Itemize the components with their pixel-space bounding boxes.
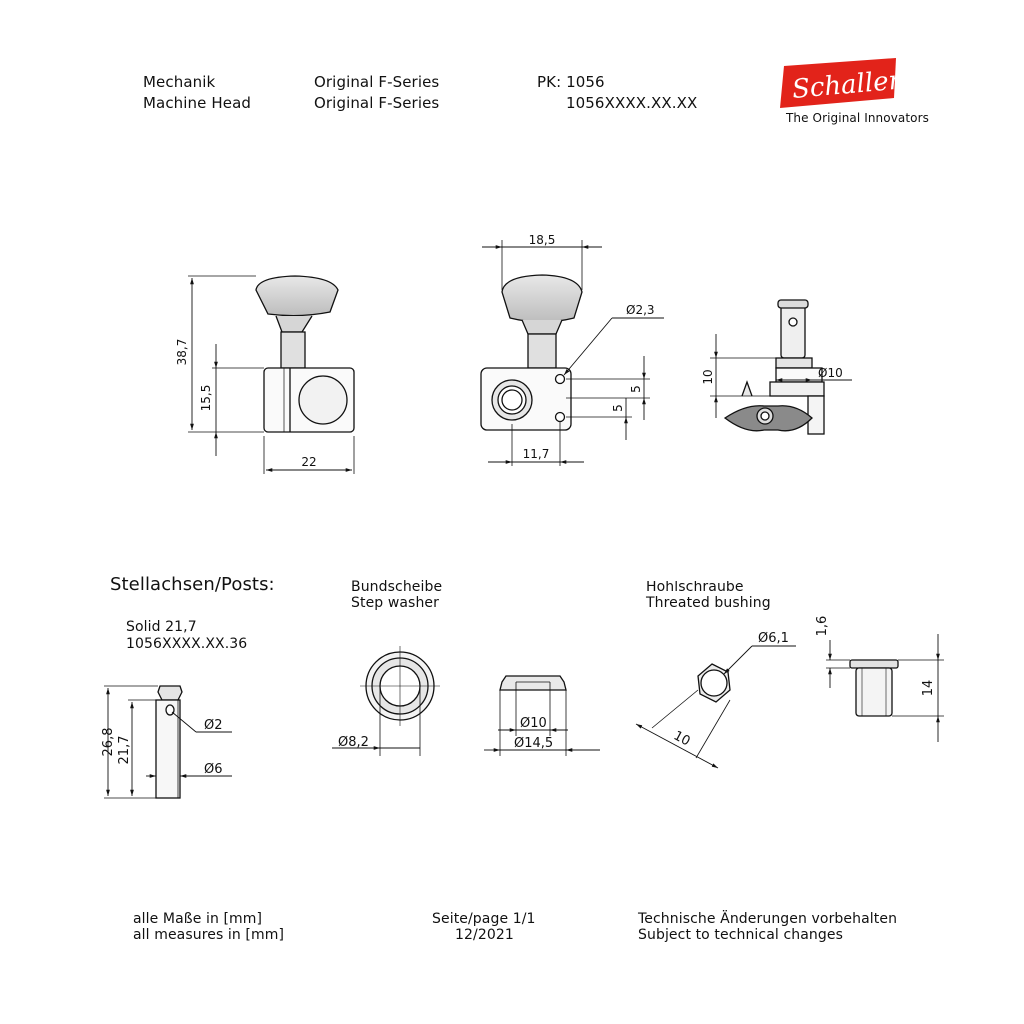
front-view-knob: [501, 274, 583, 323]
washer-label-en: Step washer: [351, 595, 439, 611]
dim-bushing-hex: 10: [671, 728, 693, 749]
dim-bushing-collar: 1,6: [815, 616, 830, 637]
top-view-post: [780, 303, 806, 359]
footer-measures-en: all measures in [mm]: [133, 927, 285, 943]
header-article: 1056XXXX.XX.XX: [566, 94, 698, 112]
posts-heading: Stellachsen/Posts:: [110, 574, 275, 595]
washer-view: [332, 646, 600, 756]
dim-side-height-body: 15,5: [199, 385, 213, 412]
header-series-en: Original F-Series: [314, 94, 440, 112]
side-view-gear-cover: [298, 375, 348, 425]
post-view: [104, 685, 232, 799]
dim-washer-dia-10: Ø10: [520, 716, 547, 731]
dim-bushing-height: 14: [921, 680, 936, 697]
posts-variant: Solid 21,7: [126, 619, 197, 635]
bushing-bore: [700, 669, 728, 697]
header-label-de: Mechanik: [143, 73, 216, 91]
bushing-label-en: Threated bushing: [646, 595, 771, 611]
side-view-knob: [255, 275, 339, 317]
dim-side-width: 22: [301, 455, 316, 469]
footer-changes-en: Subject to technical changes: [638, 927, 843, 943]
washer-profile: [499, 675, 567, 691]
schaller-logo-icon: Schaller: [780, 58, 904, 108]
bushing-view: [635, 634, 944, 769]
front-view-hole-top: [554, 373, 566, 385]
header-pk: PK: 1056: [537, 73, 605, 91]
posts-variant-article: 1056XXXX.XX.36: [126, 636, 248, 652]
dim-front-offset: 11,7: [523, 447, 550, 461]
dim-top-height: 10: [701, 369, 715, 384]
footer-changes-de: Technische Änderungen vorbehalten: [638, 911, 898, 927]
front-view-hole-bottom: [554, 411, 566, 423]
top-view: [710, 299, 852, 435]
logo-tagline: The Original Innovators: [786, 111, 929, 125]
footer-measures-de: alle Maße in [mm]: [133, 911, 263, 927]
post-shaft: [155, 699, 181, 799]
dim-post-length-total: 26,8: [101, 728, 116, 757]
dim-post-hole-dia: Ø2: [204, 718, 223, 733]
dim-post-shaft-dia: Ø6: [204, 762, 223, 777]
dim-front-spacing-bottom: 5: [611, 404, 625, 412]
footer-page: Seite/page 1/1: [432, 911, 536, 927]
dim-front-knob-width: 18,5: [529, 233, 556, 247]
dim-front-hole-dia: Ø2,3: [626, 303, 655, 317]
dim-washer-inner-dia: Ø8,2: [338, 735, 369, 750]
schaller-logo: Schaller: [778, 58, 904, 128]
dim-top-bushing-dia: Ø10: [818, 366, 843, 380]
bushing-label-de: Hohlschraube: [646, 579, 744, 595]
side-view: [188, 275, 355, 474]
front-view: [480, 240, 664, 466]
dim-washer-dia-145: Ø14,5: [514, 736, 553, 751]
bushing-body: [855, 667, 893, 717]
header-label-en: Machine Head: [143, 94, 251, 112]
washer-label-de: Bundscheibe: [351, 579, 443, 595]
dim-front-spacing-top: 5: [629, 385, 643, 393]
post-head: [157, 685, 183, 701]
dim-side-height-total: 38,7: [175, 339, 189, 366]
bushing-collar: [849, 659, 899, 669]
dim-post-length: 21,7: [117, 736, 132, 765]
header-series-de: Original F-Series: [314, 73, 440, 91]
footer-date: 12/2021: [455, 927, 514, 943]
dim-bushing-dia: Ø6,1: [758, 631, 789, 646]
